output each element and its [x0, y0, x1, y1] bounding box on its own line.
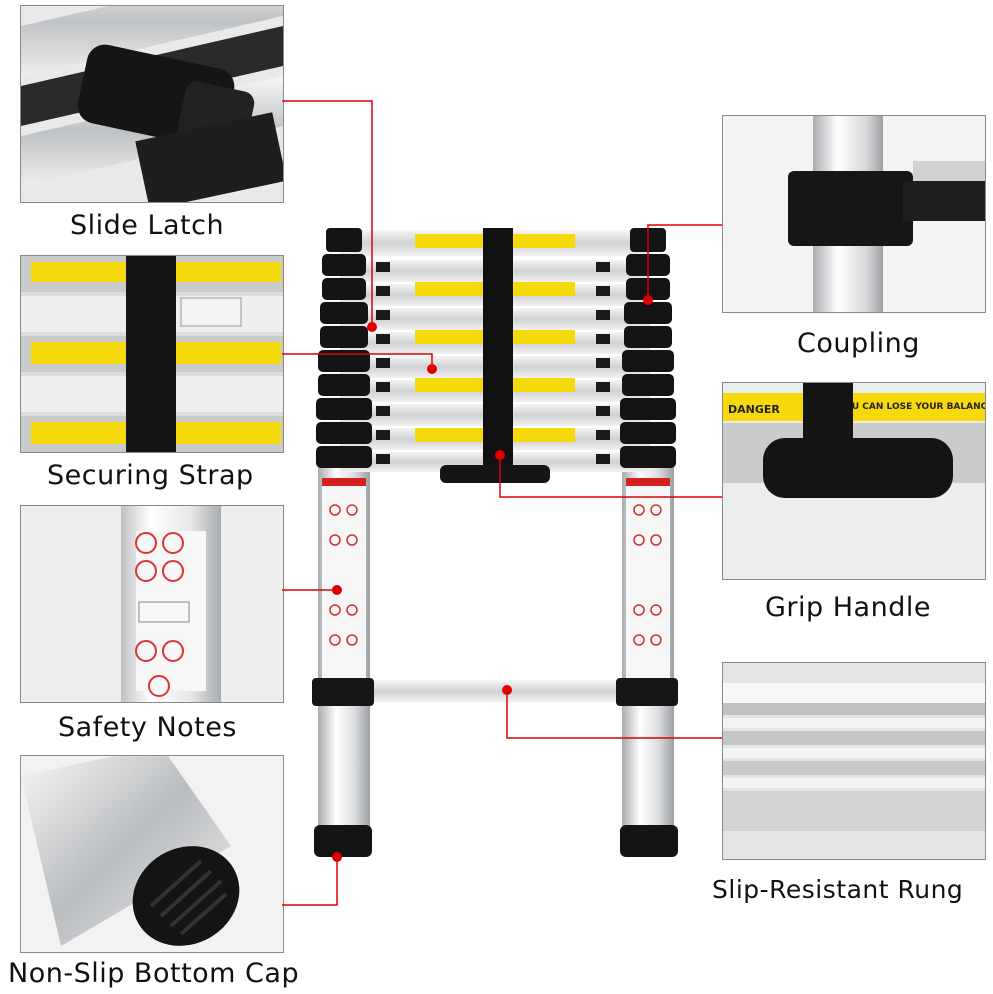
grip-handle-detail-image: DANGER YOU CAN LOSE YOUR BALANCE [722, 382, 986, 580]
slip-resistant-rung-detail-image [722, 662, 986, 860]
coupling-label: Coupling [797, 328, 920, 359]
telescopic-ladder-image [312, 228, 678, 857]
securing-strap-detail-image [20, 255, 284, 453]
slide-latch-label: Slide Latch [70, 210, 225, 241]
grip-handle-label: Grip Handle [765, 592, 931, 623]
balance-sticker-text: YOU CAN LOSE YOUR BALANCE [837, 402, 985, 412]
slide-latch-detail-image [20, 5, 284, 203]
coupling-detail-image [722, 115, 986, 313]
slip-resistant-rung-label: Slip-Resistant Rung [712, 875, 964, 904]
safety-notes-label: Safety Notes [58, 712, 237, 743]
non-slip-bottom-cap-detail-image [20, 755, 284, 953]
safety-notes-detail-image [20, 505, 284, 703]
danger-sticker-text: DANGER [728, 403, 780, 416]
non-slip-bottom-cap-label: Non-Slip Bottom Cap [8, 958, 300, 989]
securing-strap-label: Securing Strap [47, 460, 254, 491]
